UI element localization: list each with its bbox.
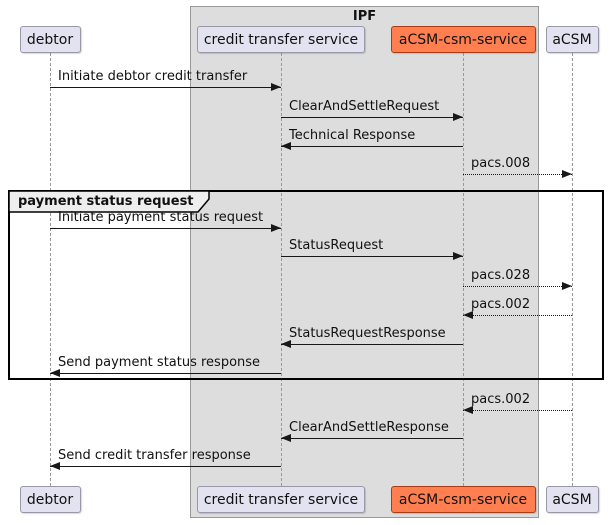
arrowhead-icon: [271, 83, 281, 91]
message-label: ClearAndSettleRequest: [289, 99, 440, 114]
ipf-group-box: [190, 6, 539, 518]
message-line: [281, 344, 463, 345]
message-label: pacs.002: [471, 392, 531, 407]
payment-status-frame: payment status request: [8, 190, 604, 380]
arrowhead-icon: [453, 113, 463, 121]
message-line: [281, 438, 463, 439]
ipf-group-title: IPF: [352, 9, 377, 24]
frame-label: payment status request: [18, 194, 194, 209]
message-label: Send credit transfer response: [58, 448, 251, 463]
lifeline-acsm-csm-service: [463, 53, 464, 486]
message-line: [463, 410, 572, 411]
arrowhead-icon: [463, 311, 473, 319]
frame-tab: [8, 190, 210, 213]
arrowhead-icon: [50, 369, 60, 377]
message-label: StatusRequestResponse: [289, 326, 446, 341]
message-label: StatusRequest: [289, 238, 384, 253]
arrowhead-icon: [281, 142, 291, 150]
message-label: pacs.002: [471, 297, 531, 312]
arrowhead-icon: [271, 224, 281, 232]
message-line: [50, 228, 281, 229]
arrowhead-icon: [281, 434, 291, 442]
message-label: Initiate debtor credit transfer: [58, 69, 248, 84]
lifeline-acsm: [572, 53, 573, 486]
participant-acsm-csm-service-top: aCSM-csm-service: [390, 26, 536, 53]
participant-acsm-bottom: aCSM: [545, 486, 599, 513]
message-line: [281, 146, 463, 147]
arrowhead-icon: [463, 406, 473, 414]
message-label: pacs.028: [471, 268, 531, 283]
participant-debtor-top: debtor: [19, 26, 81, 53]
participant-debtor-bottom: debtor: [19, 486, 81, 513]
message-line: [50, 373, 281, 374]
message-label: Technical Response: [289, 128, 416, 143]
message-label: Send payment status response: [58, 355, 261, 370]
participant-acsm-top: aCSM: [545, 26, 599, 53]
participant-credit-transfer-service-bottom: credit transfer service: [197, 486, 365, 513]
message-line: [281, 117, 463, 118]
message-line: [281, 256, 463, 257]
arrowhead-icon: [562, 282, 572, 290]
message-label: Initiate payment status request: [58, 210, 264, 225]
message-label: ClearAndSettleResponse: [289, 420, 449, 435]
message-line: [50, 87, 281, 88]
message-line: [463, 315, 572, 316]
message-line: [50, 466, 281, 467]
arrowhead-icon: [50, 462, 60, 470]
arrowhead-icon: [281, 340, 291, 348]
arrowhead-icon: [453, 252, 463, 260]
lifeline-credit-transfer-service: [281, 53, 282, 486]
message-label: pacs.008: [471, 156, 531, 171]
participant-acsm-csm-service-bottom: aCSM-csm-service: [390, 486, 536, 513]
arrowhead-icon: [562, 170, 572, 178]
lifeline-debtor: [50, 53, 51, 486]
message-line: [463, 286, 572, 287]
message-line: [463, 174, 572, 175]
participant-credit-transfer-service-top: credit transfer service: [197, 26, 365, 53]
